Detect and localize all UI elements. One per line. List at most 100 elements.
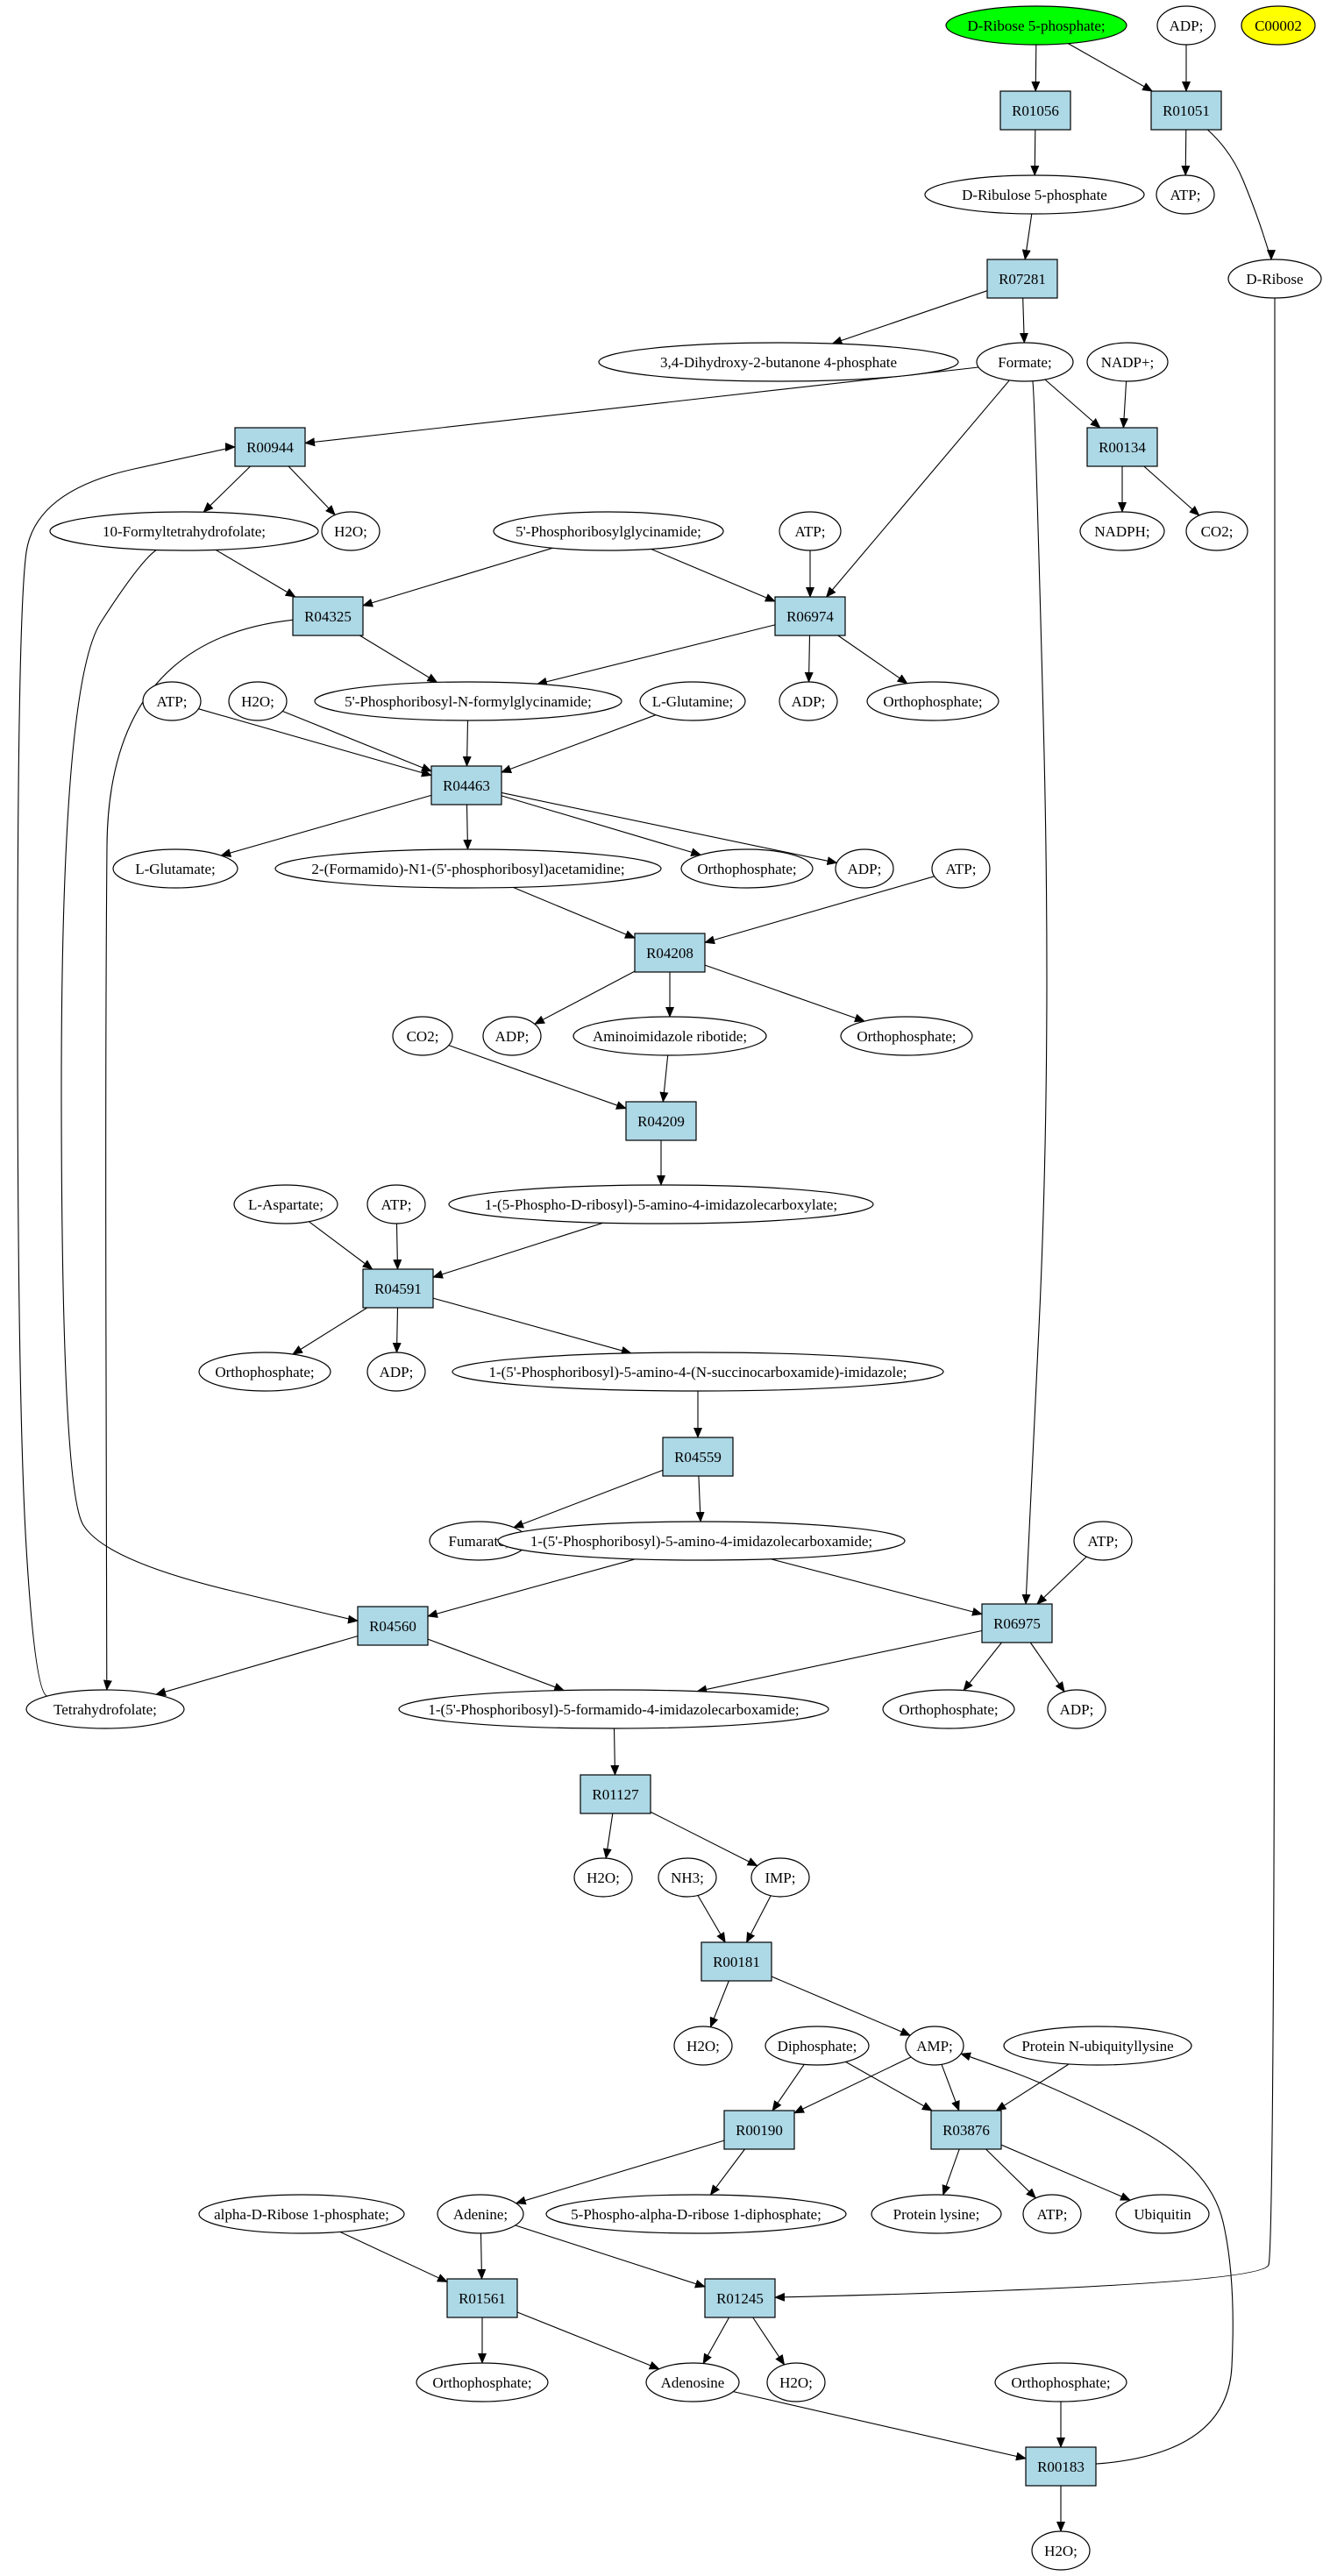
compound-ellipse — [976, 342, 1074, 382]
compound-ellipse — [1022, 2194, 1082, 2234]
node-label: D-Ribose — [1246, 271, 1303, 287]
compound-node-c_h2o_r01245: H2O; — [766, 2362, 826, 2402]
node-label: Orthophosphate; — [1011, 2374, 1110, 2391]
compound-ellipse — [366, 1184, 426, 1224]
compound-node-c_adp_r06975: ADP; — [1047, 1689, 1106, 1729]
reaction-box — [1086, 427, 1158, 467]
compound-node-c_pi_r04463: Orthophosphate; — [680, 848, 814, 889]
node-label: Formate; — [998, 354, 1051, 371]
reaction-box — [446, 2278, 518, 2318]
node-label: ATP; — [157, 693, 188, 710]
reaction-node-r_R04591: R04591 — [362, 1268, 434, 1309]
compound-node-c_lgln: L-Glutamine; — [639, 681, 746, 721]
compound-ellipse — [871, 2194, 1002, 2234]
node-label: Adenosine — [661, 2374, 725, 2391]
compound-node-c_h2o_r04463: H2O; — [228, 681, 288, 721]
node-label: ATP; — [381, 1196, 412, 1213]
node-label: 1-(5'-Phosphoribosyl)-5-amino-4-(N-succi… — [488, 1364, 907, 1380]
reaction-box — [1025, 2446, 1097, 2487]
reaction-box — [292, 596, 364, 636]
compound-node-c_fgam: 2-(Formamido)-N1-(5'-phosphoribosyl)acet… — [274, 848, 662, 889]
compound-ellipse — [198, 2194, 405, 2234]
compound-ellipse — [1073, 1521, 1133, 1561]
edge-c_formate-to-r_R00944 — [304, 366, 979, 447]
compound-node-c_pi_r01561: Orthophosphate; — [416, 2362, 549, 2402]
reaction-node-r_R04559: R04559 — [662, 1437, 734, 1477]
node-label: Orthophosphate; — [215, 1364, 314, 1380]
node-label: R01561 — [459, 2290, 506, 2307]
edge-r_R04463-to-c_lglu — [220, 794, 432, 857]
node-label: ADP; — [848, 861, 882, 877]
reaction-node-r_R00944: R00944 — [234, 427, 306, 467]
node-label: IMP; — [765, 1870, 796, 1886]
node-label: Protein lysine; — [893, 2206, 980, 2223]
compound-ellipse — [779, 511, 842, 551]
node-label: ATP; — [1037, 2206, 1068, 2223]
node-label: R04208 — [646, 945, 693, 962]
compound-node-c_imp: IMP; — [750, 1857, 810, 1898]
reaction-box — [930, 2110, 1002, 2150]
compound-node-c_aicar: 1-(5'-Phosphoribosyl)-5-amino-4-imidazol… — [497, 1521, 906, 1561]
reaction-box — [723, 2110, 795, 2150]
edge-c_formate-to-r_R06975 — [1021, 380, 1048, 1605]
node-label: R04209 — [637, 1113, 685, 1130]
compound-node-c_adenine: Adenine; — [437, 2194, 524, 2234]
compound-node-c_adp_r04591: ADP; — [366, 1352, 426, 1392]
compound-node-c_pi_r06974: Orthophosphate; — [866, 681, 999, 721]
compound-ellipse — [1185, 511, 1248, 551]
compound-node-c_h2o_r00181: H2O; — [673, 2026, 733, 2066]
node-label: 5'-Phosphoribosylglycinamide; — [516, 523, 701, 540]
node-label: L-Glutamine; — [652, 693, 734, 710]
compound-node-c_h2o_r00944: H2O; — [321, 511, 381, 551]
node-label: ATP; — [1088, 1533, 1119, 1550]
compound-ellipse — [198, 1352, 331, 1392]
edge-c_aicar-to-r_R06975 — [771, 1558, 983, 1616]
compound-node-c_saicar: 1-(5'-Phosphoribosyl)-5-amino-4-(N-succi… — [452, 1352, 944, 1392]
edge-c_amp-to-r_R03876 — [941, 2064, 960, 2111]
compound-ellipse — [142, 681, 202, 721]
node-label: AMP; — [916, 2038, 953, 2054]
node-label: ATP; — [795, 523, 826, 540]
compound-ellipse — [750, 1857, 810, 1898]
reaction-node-r_R04560: R04560 — [357, 1606, 429, 1646]
reaction-node-r_R00190: R00190 — [723, 2110, 795, 2150]
compound-ellipse — [1047, 1689, 1106, 1729]
node-label: 3,4-Dihydroxy-2-butanone 4-phosphate — [660, 354, 897, 371]
compound-node-c_atp_r01051: ATP; — [1156, 174, 1215, 215]
node-label: R00183 — [1037, 2459, 1085, 2475]
edge-c_lgln-to-r_R04463 — [501, 714, 657, 773]
edge-r_R01127-to-c_imp — [650, 1811, 758, 1867]
compound-node-c_co2_r04209: CO2; — [392, 1016, 453, 1056]
edge-c_10formylthf-to-r_R04560 — [60, 550, 359, 1624]
compound-node-c_amp: AMP; — [905, 2026, 964, 2066]
node-label: ADP; — [1060, 1701, 1094, 1718]
edge-c_atp_r04463-to-r_R04463 — [198, 708, 432, 777]
node-label: L-Glutamate; — [135, 861, 216, 877]
node-label: 5'-Phosphoribosyl-N-formylglycinamide; — [345, 693, 592, 710]
compound-ellipse — [779, 681, 838, 721]
node-label: Ubiquitin — [1134, 2206, 1191, 2223]
compound-ellipse — [416, 2362, 549, 2402]
node-label: NADP+; — [1101, 354, 1155, 371]
reaction-node-r_R07281: R07281 — [986, 259, 1058, 299]
edge-r_R03876-to-c_atp_r03876 — [985, 2148, 1037, 2199]
reaction-box — [234, 427, 306, 467]
compound-node-c_c00002: C00002 — [1241, 5, 1316, 46]
node-label: CO2; — [1201, 523, 1234, 540]
edge-c_atp_r04208-to-r_R04208 — [704, 876, 935, 945]
node-label: R00944 — [246, 439, 294, 456]
edge-r_R01051-to-c_dribose — [1207, 129, 1276, 261]
compound-node-c_h2o_r01127: H2O; — [573, 1857, 633, 1898]
edge-r_R06975-to-c_adp_r06975 — [1029, 1642, 1065, 1692]
compound-node-c_nadph: NADPH; — [1079, 511, 1165, 551]
node-label: Aminoimidazole ribotide; — [593, 1028, 747, 1045]
compound-ellipse — [645, 2362, 740, 2402]
node-label: H2O; — [779, 2374, 813, 2391]
edge-r_R04591-to-c_adp_r04591 — [392, 1307, 402, 1353]
compound-ellipse — [1086, 342, 1169, 382]
edge-c_dribose5p-to-r_R01056 — [1031, 44, 1041, 92]
compound-ellipse — [573, 1016, 767, 1056]
reaction-node-r_R01561: R01561 — [446, 2278, 518, 2318]
compound-node-c_atp_r03876: ATP; — [1022, 2194, 1082, 2234]
